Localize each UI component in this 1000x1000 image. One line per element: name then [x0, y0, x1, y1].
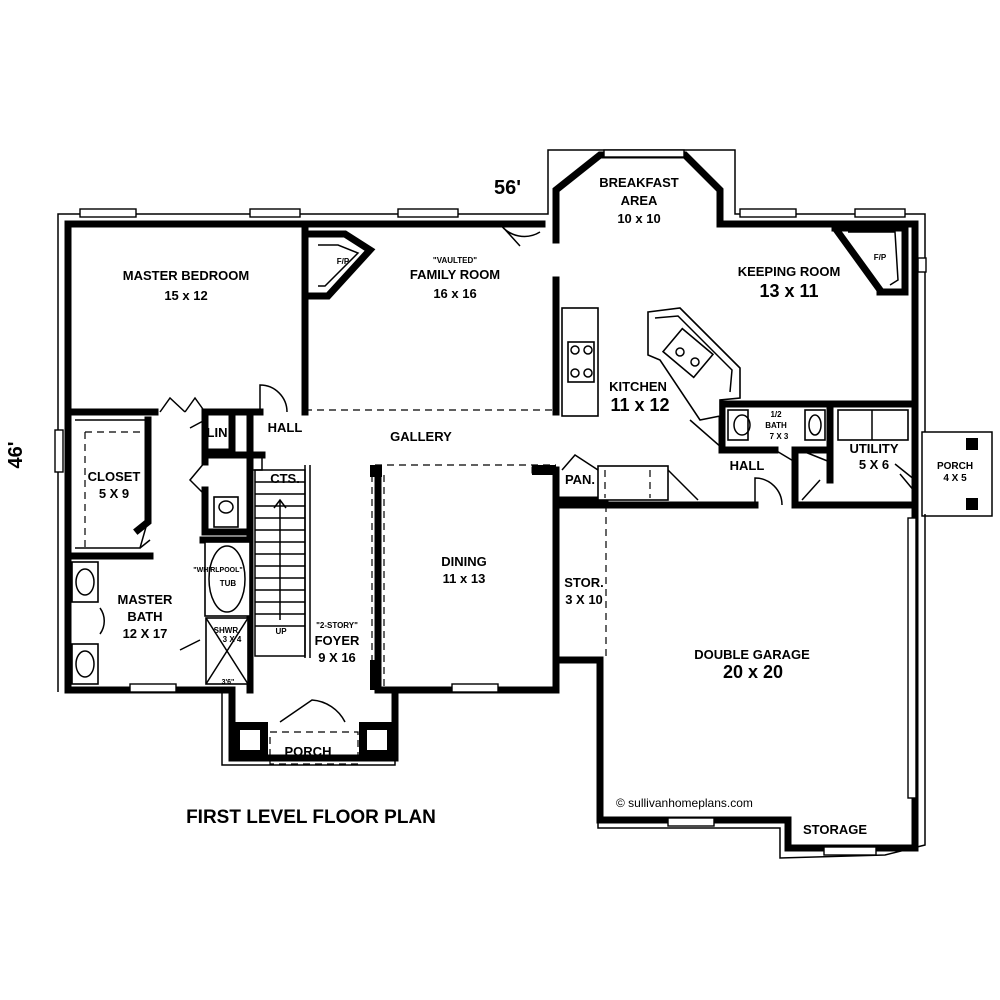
breakfast-size: 10 x 10	[617, 211, 660, 226]
master-bath-name-1: MASTER	[118, 592, 174, 607]
lin-label: LIN	[207, 425, 228, 440]
gallery-label: GALLERY	[390, 429, 452, 444]
side-porch	[921, 431, 993, 517]
shower-size: 3 X 4	[223, 635, 242, 644]
family-room-size: 16 x 16	[433, 286, 476, 301]
family-room-name: FAMILY ROOM	[410, 267, 500, 282]
garage-name: DOUBLE GARAGE	[694, 647, 810, 662]
hall-left-label: HALL	[268, 420, 303, 435]
windows	[54, 149, 927, 856]
master-bedroom-name: MASTER BEDROOM	[123, 268, 249, 283]
porch-side-name: PORCH	[937, 461, 973, 472]
master-bath-name-2: BATH	[127, 609, 162, 624]
posts	[232, 465, 556, 758]
fireplace-left-label: F/P	[337, 257, 350, 266]
doors	[139, 223, 916, 723]
kitchen-name: KITCHEN	[609, 379, 667, 394]
porch-side-size: 4 X 5	[943, 473, 967, 484]
closet-size: 5 X 9	[99, 486, 129, 501]
master-bedroom-size: 15 x 12	[164, 288, 207, 303]
kitchen-counters	[561, 307, 775, 501]
keeping-room-size: 13 x 11	[759, 281, 818, 301]
stair-up-label: UP	[275, 627, 287, 636]
shower-label: SHWR.	[214, 626, 241, 635]
master-bath-size: 12 X 17	[123, 626, 168, 641]
utility-name: UTILITY	[849, 441, 898, 456]
half-bath-name-2: BATH	[765, 421, 787, 430]
fireplace-right-label: F/P	[874, 253, 887, 262]
breakfast-name-2: AREA	[621, 193, 658, 208]
half-bath-name-1: 1/2	[770, 410, 782, 419]
storage-small-name: STOR.	[564, 575, 604, 590]
cts-label: CTS.	[270, 471, 300, 486]
porch-front-label: PORCH	[285, 744, 332, 759]
foyer-note: "2-STORY"	[316, 621, 358, 630]
fireplace-left	[306, 230, 376, 300]
garage-size: 20 x 20	[723, 662, 783, 682]
pan-label: PAN.	[565, 472, 595, 487]
master-bath-fixtures	[71, 496, 251, 685]
whirlpool-note: "WHIRLPOOL"	[193, 567, 242, 574]
tub-code: 3'6"	[222, 679, 235, 686]
utility-size: 5 X 6	[859, 457, 889, 472]
half-bath-size: 7 X 3	[770, 432, 789, 441]
storage-small-size: 3 X 10	[565, 592, 603, 607]
stairs	[254, 465, 311, 658]
width-dimension: 56'	[494, 177, 521, 199]
half-bath-fixtures	[727, 409, 909, 441]
whirlpool-tub: TUB	[220, 579, 237, 588]
dining-name: DINING	[441, 554, 487, 569]
dining-size: 11 x 13	[443, 571, 486, 586]
plan-title: FIRST LEVEL FLOOR PLAN	[186, 807, 436, 828]
breakfast-name-1: BREAKFAST	[599, 175, 679, 190]
hall-right-label: HALL	[730, 458, 765, 473]
fireplace-right	[831, 224, 909, 296]
labels: 56' 46' MASTER BEDROOM 15 x 12 "VAULTED"…	[5, 175, 973, 837]
keeping-room-name: KEEPING ROOM	[738, 264, 841, 279]
foyer-size: 9 X 16	[318, 650, 356, 665]
foyer-name: FOYER	[315, 633, 360, 648]
gallery-dashed-lines	[84, 409, 607, 691]
walls	[64, 151, 919, 852]
closet-name: CLOSET	[88, 469, 141, 484]
copyright: © sullivanhomeplans.com	[616, 796, 753, 810]
depth-dimension: 46'	[5, 441, 27, 468]
family-room-note: "VAULTED"	[433, 256, 477, 265]
storage-garage-label: STORAGE	[803, 822, 867, 837]
kitchen-size: 11 x 12	[610, 395, 669, 415]
